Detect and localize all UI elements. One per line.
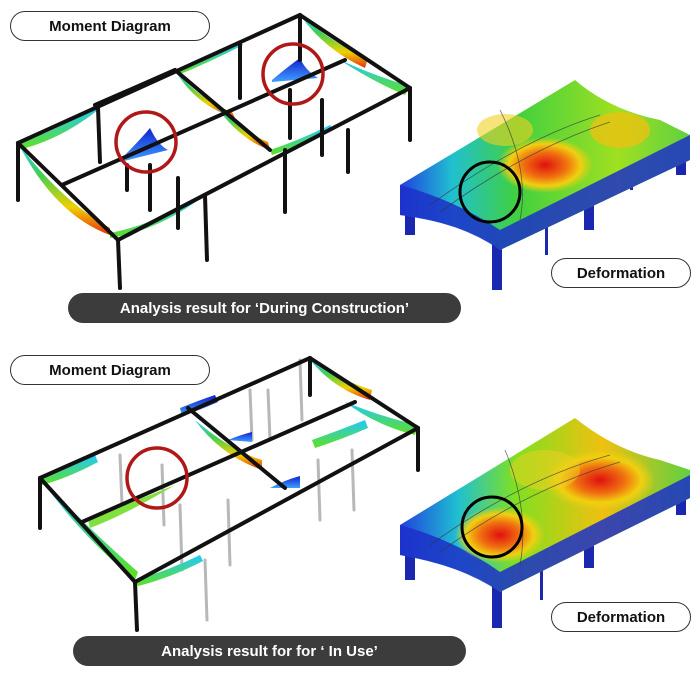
- moment-frame-in-use: [38, 356, 420, 632]
- deformation-slab-in-use: [400, 418, 690, 628]
- deformation-slab-construction: [400, 80, 690, 290]
- moment-diagram-label-2: Moment Diagram: [10, 355, 210, 385]
- highlight-ring-1: [114, 110, 178, 174]
- highlight-ring-2: [261, 42, 325, 106]
- moment-diagram-label-1: Moment Diagram: [10, 11, 210, 41]
- deformation-label-2: Deformation: [551, 602, 691, 632]
- deformation-ring-2: [460, 495, 524, 559]
- highlight-ring-3: [125, 446, 189, 510]
- caption-construction: Analysis result for ‘During Construction…: [68, 293, 461, 323]
- caption-in-use: Analysis result for for ‘ In Use’: [73, 636, 466, 666]
- deformation-label-1: Deformation: [551, 258, 691, 288]
- deformation-ring-1: [458, 160, 522, 224]
- moment-frame-construction: [16, 13, 412, 290]
